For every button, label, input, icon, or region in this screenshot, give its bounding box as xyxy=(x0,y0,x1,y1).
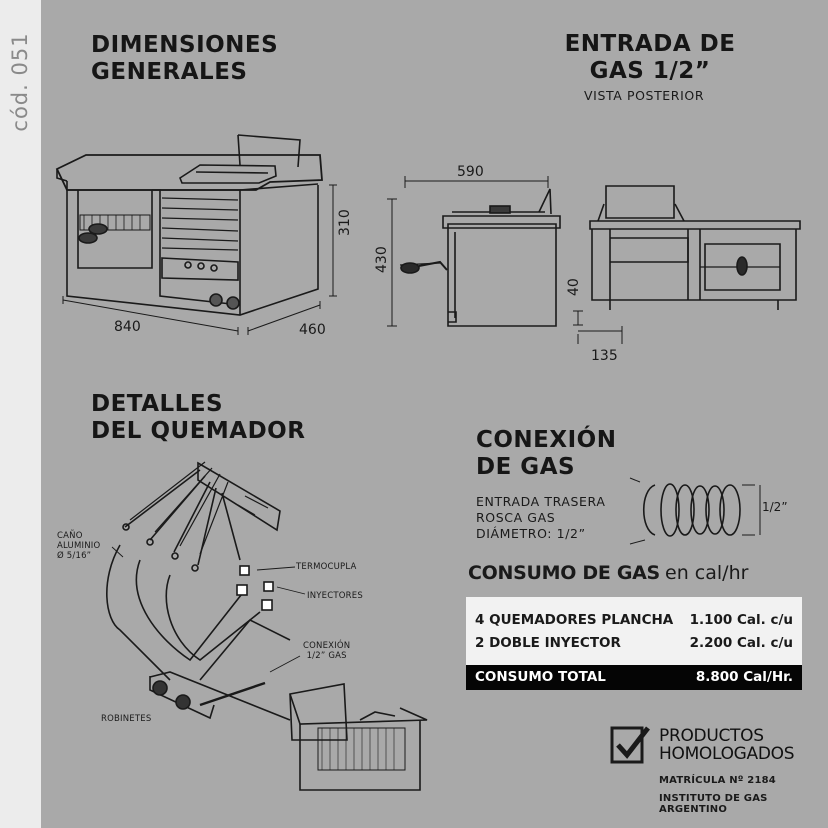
badge-line2: HOMOLOGADOS xyxy=(659,744,795,764)
detalles-title: DETALLES DEL QUEMADOR xyxy=(91,391,305,445)
label-inyectores: INYECTORES xyxy=(307,591,363,601)
label-cano-1: CAÑO xyxy=(57,531,83,541)
conexion-description: ENTRADA TRASERA ROSCA GAS DIÁMETRO: 1/2” xyxy=(476,494,605,542)
dim-half-inch: 1/2” xyxy=(762,500,788,514)
table-row: 4 QUEMADORES PLANCHA 1.100 Cal. c/u xyxy=(466,609,802,631)
label-conexion: CONEXIÓN 1/2” GAS xyxy=(303,641,350,661)
dim-width-590: 590 xyxy=(457,164,484,180)
consumo-table: 4 QUEMADORES PLANCHA 1.100 Cal. c/u 2 DO… xyxy=(466,597,802,691)
badge-matricula: MATRÍCULA Nº 2184 xyxy=(659,775,776,786)
label-conexion-1: CONEXIÓN xyxy=(303,641,351,651)
row-label: 2 DOBLE INYECTOR xyxy=(475,635,621,651)
checkbox-check-icon xyxy=(610,726,650,764)
dimensiones-title-line1: DIMENSIONES xyxy=(91,32,279,58)
corrugated-pipe-drawing xyxy=(629,477,761,545)
row-label: 4 QUEMADORES PLANCHA xyxy=(475,612,674,628)
table-total-row: CONSUMO TOTAL 8.800 Cal/Hr. xyxy=(466,665,802,690)
grill-isometric-drawing xyxy=(55,134,337,335)
total-label: CONSUMO TOTAL xyxy=(475,669,606,685)
badge-line1: PRODUCTOS xyxy=(659,726,764,746)
detalles-title-line1: DETALLES xyxy=(91,391,224,417)
dim-width-840: 840 xyxy=(114,319,141,335)
conexion-title-line1: CONEXIÓN xyxy=(476,427,617,453)
consumo-title-unit: en cal/hr xyxy=(665,562,749,584)
conexion-title: CONEXIÓN DE GAS xyxy=(476,427,616,481)
row-value: 1.100 Cal. c/u xyxy=(689,612,793,628)
badge-text: PRODUCTOS HOMOLOGADOS xyxy=(659,726,795,764)
burner-detail-drawing xyxy=(106,461,428,791)
conexion-line1: ENTRADA TRASERA xyxy=(476,494,606,509)
label-termocupla: TERMOCUPLA xyxy=(296,562,357,572)
conexion-line3: DIÁMETRO: 1/2” xyxy=(476,526,586,541)
conexion-title-line2: DE GAS xyxy=(476,454,576,480)
row-value: 2.200 Cal. c/u xyxy=(689,635,793,651)
entrada-title-line1: ENTRADA DE xyxy=(564,31,736,57)
dimensiones-title-line2: GENERALES xyxy=(91,59,248,85)
entrada-title-line2: GAS 1/2” xyxy=(589,58,711,84)
table-row: 2 DOBLE INYECTOR 2.200 Cal. c/u xyxy=(466,632,802,654)
label-cano: CAÑO ALUMINIO Ø 5/16” xyxy=(57,531,100,561)
dimensiones-title: DIMENSIONES GENERALES xyxy=(91,32,278,86)
consumo-title: CONSUMO DE GAS en cal/hr xyxy=(468,562,748,584)
total-value: 8.800 Cal/Hr. xyxy=(695,669,793,685)
rear-view-drawing xyxy=(589,185,801,310)
entrada-title: ENTRADA DE GAS 1/2” xyxy=(560,31,740,85)
label-robinetes: ROBINETES xyxy=(101,714,152,724)
side-view-drawing xyxy=(387,176,623,344)
label-cano-2: ALUMINIO xyxy=(57,541,101,551)
side-strip xyxy=(0,0,41,828)
conexion-line2: ROSCA GAS xyxy=(476,510,556,525)
consumo-table-body xyxy=(466,597,802,665)
dim-offset-135: 135 xyxy=(591,348,618,364)
badge-instituto: INSTITUTO DE GAS ARGENTINO xyxy=(659,793,768,815)
label-cano-3: Ø 5/16” xyxy=(57,551,92,561)
label-conexion-2: 1/2” GAS xyxy=(306,651,347,661)
consumo-title-bold: CONSUMO DE GAS xyxy=(468,562,660,584)
dim-depth-460: 460 xyxy=(299,322,326,338)
entrada-subtitle: VISTA POSTERIOR xyxy=(584,88,705,103)
detalles-title-line2: DEL QUEMADOR xyxy=(91,418,306,444)
